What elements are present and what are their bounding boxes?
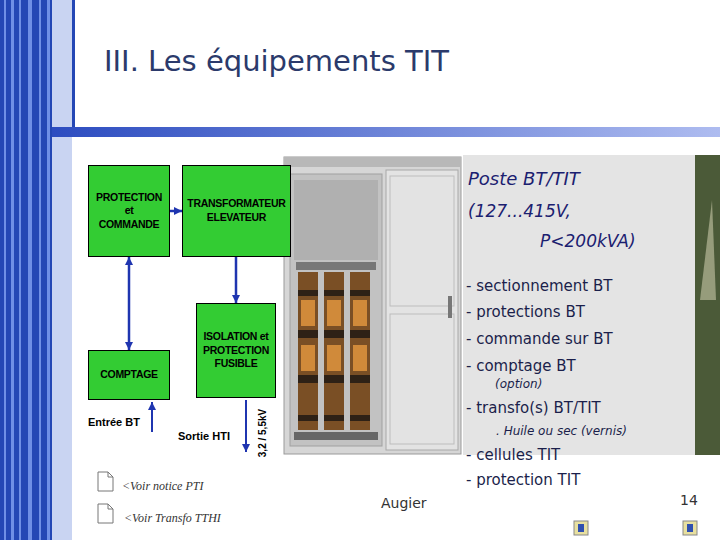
list-item: - protection TIT [466,471,580,489]
process-box: TRANSFORMATEUR ELEVATEUR [182,165,291,257]
page-number: 14 [680,492,698,508]
rating-note: (127...415V, P<200kVA) [540,196,660,256]
doc-icon [98,504,113,523]
list-note: (option) [495,377,542,391]
list-item: - commande sur BT [466,330,613,348]
flow-arrow [170,210,182,213]
process-box: ISOLATION et PROTECTION FUSIBLE [196,303,276,398]
side-stripes [4,0,50,540]
text-panel [463,155,695,455]
list-note: . Huile ou sec (vernis) [496,424,627,438]
side-photo-detail [700,200,716,300]
input-arrow [151,402,153,432]
port-label: Entrée BT [88,416,140,428]
side-band-light [52,0,72,540]
list-item: - sectionnement BT [466,277,612,295]
side-photo [695,155,720,455]
cabinet-photo [284,157,461,454]
voltage-label: 3,2 / 5,5kV [257,409,268,457]
list-item: - protections BT [466,303,585,321]
author-name: Augier [381,495,427,511]
output-arrow [245,400,247,452]
box-label: PROTECTION et COMMANDE [96,191,162,232]
slide-title: III. Les équipements TIT [104,44,449,78]
list-item: - cellules TIT [466,446,560,464]
panel-heading: Poste BT/TIT [468,168,580,189]
doc-icon [98,472,113,491]
port-label: Sortie HTI [178,430,230,442]
side-band [0,0,52,540]
box-label: COMPTAGE [100,368,158,382]
list-item: - comptage BT [466,357,576,375]
link-text: <Voir Transfo TTHI [124,511,221,526]
flow-arrow [235,257,238,303]
process-box: PROTECTION et COMMANDE [88,165,170,257]
box-label: ISOLATION et PROTECTION FUSIBLE [203,330,269,371]
link-text: <Voir notice PTI [122,479,203,494]
flow-arrow [128,257,131,350]
box-label: TRANSFORMATEUR ELEVATEUR [187,197,285,224]
list-item: - transfo(s) BT/TIT [466,399,601,417]
title-rule [52,127,720,137]
nav-icon [683,521,697,535]
process-box: COMPTAGE [88,350,170,400]
nav-icon [574,521,588,535]
title-rule-vertical [72,0,75,136]
